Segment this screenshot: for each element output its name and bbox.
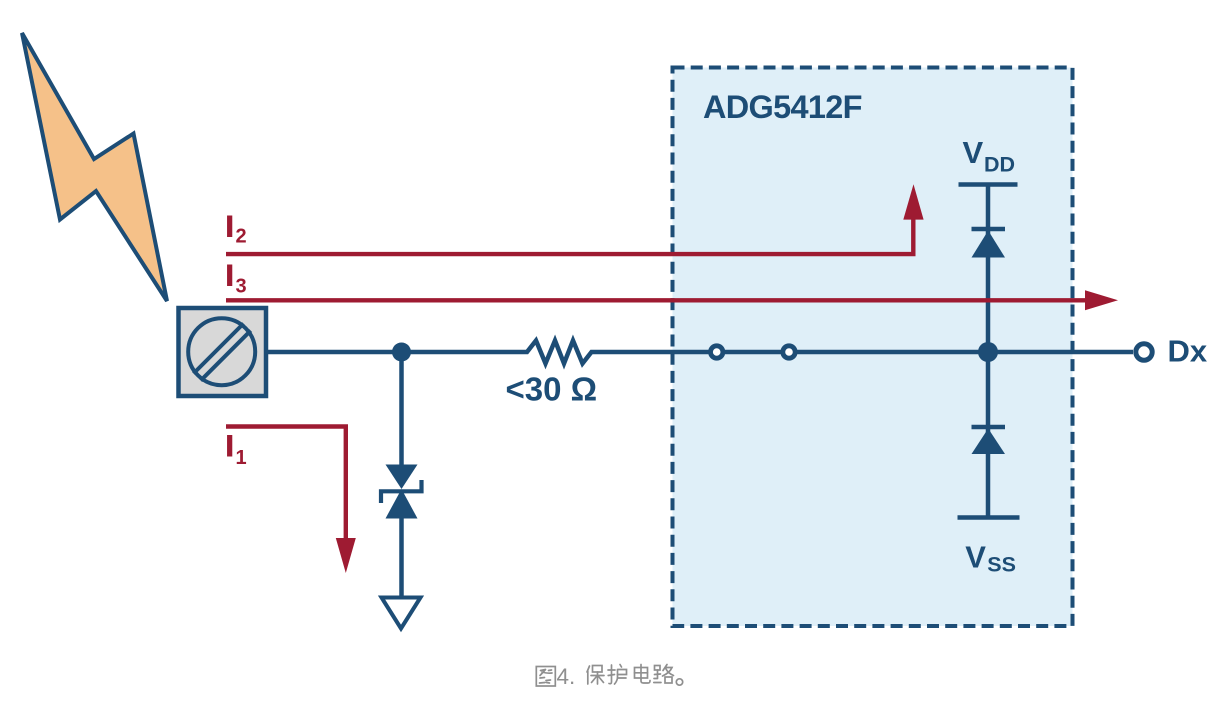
svg-text:DD: DD <box>984 153 1015 177</box>
svg-text:3: 3 <box>236 276 247 298</box>
svg-text:V: V <box>965 540 986 575</box>
svg-text:4.: 4. <box>557 664 576 689</box>
svg-text:SS: SS <box>987 553 1016 577</box>
svg-text:<30 Ω: <30 Ω <box>506 371 598 408</box>
svg-text:Dx: Dx <box>1168 334 1208 369</box>
svg-text:I: I <box>226 430 234 463</box>
svg-text:I: I <box>226 259 234 292</box>
svg-text:I: I <box>226 210 234 243</box>
svg-text:1: 1 <box>236 447 247 469</box>
svg-text:ADG5412F: ADG5412F <box>703 89 862 125</box>
svg-text:V: V <box>963 135 984 170</box>
svg-text:2: 2 <box>236 225 247 247</box>
